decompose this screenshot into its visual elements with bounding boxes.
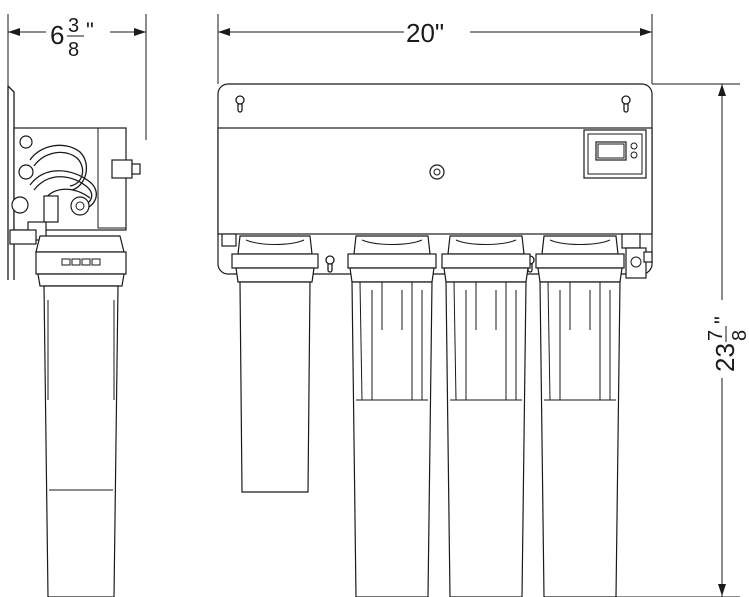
side-width-whole: 6 — [50, 20, 64, 50]
filter-housing-1 — [231, 235, 319, 493]
front-view — [217, 83, 653, 597]
side-width-denominator: 8 — [68, 39, 79, 61]
keyhole-slot-left — [235, 95, 245, 113]
height-unit: " — [710, 316, 735, 324]
keyhole-slot-center — [325, 255, 335, 273]
filter-housing-4 — [535, 235, 625, 597]
dim-side-width: 6 3 8 " — [7, 14, 147, 140]
filter-housing-2 — [347, 235, 437, 597]
center-bolt-icon — [429, 164, 445, 180]
height-whole: 23 — [710, 343, 740, 372]
side-width-unit: " — [86, 18, 94, 43]
dim-height: 23 7 8 " — [616, 83, 749, 597]
side-width-numerator: 3 — [68, 15, 79, 37]
keyhole-slot-right — [621, 95, 631, 113]
flow-monitor — [583, 129, 647, 179]
height-denominator: 8 — [729, 330, 749, 341]
front-width-label: 20" — [406, 18, 444, 48]
side-view — [7, 85, 141, 597]
height-numerator: 7 — [705, 330, 727, 341]
dim-front-width: 20" — [217, 14, 653, 84]
filter-housing-3 — [441, 235, 531, 597]
